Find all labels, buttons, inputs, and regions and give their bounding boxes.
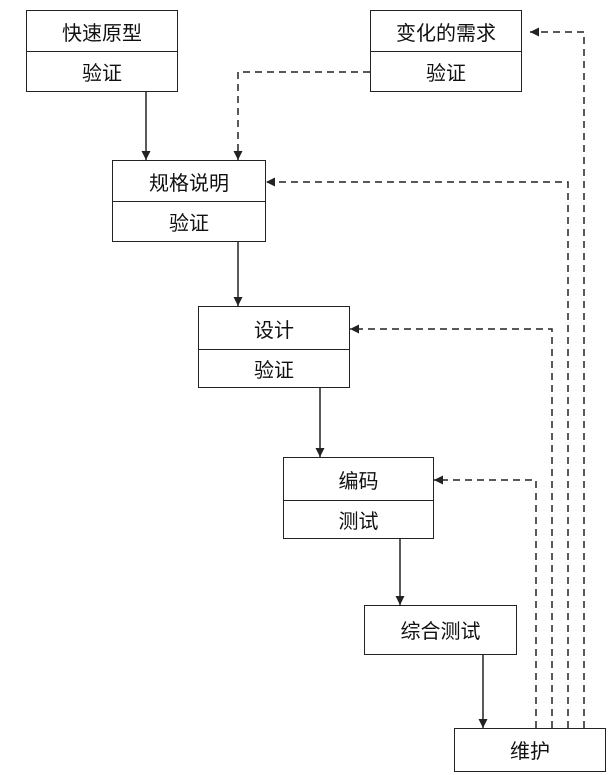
node-changing-requirements-sub: 验证 — [426, 61, 466, 85]
feedback-to-spec — [266, 177, 569, 728]
node-coding-sub: 测试 — [338, 509, 379, 533]
node-specification-sub: 验证 — [169, 211, 209, 235]
node-prototype-title: 快速原型 — [27, 11, 177, 52]
node-changing-requirements-title: 变化的需求 — [371, 11, 521, 52]
node-integration-test-title: 综合测试 — [400, 619, 481, 643]
node-coding: 编码 测试 — [283, 457, 434, 539]
node-design: 设计 验证 — [198, 306, 350, 388]
node-design-sub: 验证 — [254, 358, 294, 382]
node-coding-title: 编码 — [284, 458, 433, 501]
node-maintenance: 维护 — [454, 728, 606, 772]
node-integration-test: 综合测试 — [364, 605, 517, 655]
node-prototype: 快速原型 验证 — [26, 10, 178, 92]
node-changing-requirements: 变化的需求 验证 — [370, 10, 522, 92]
node-design-title: 设计 — [199, 307, 349, 350]
node-specification-title: 规格说明 — [113, 161, 265, 202]
node-maintenance-title: 维护 — [510, 739, 550, 763]
feedback-to-design — [350, 324, 553, 728]
node-prototype-sub: 验证 — [82, 61, 122, 85]
feedback-to-requirements — [530, 27, 585, 728]
arrow-requirements-to-spec — [233, 71, 370, 160]
node-specification: 规格说明 验证 — [112, 160, 266, 242]
feedback-to-coding — [434, 475, 537, 728]
